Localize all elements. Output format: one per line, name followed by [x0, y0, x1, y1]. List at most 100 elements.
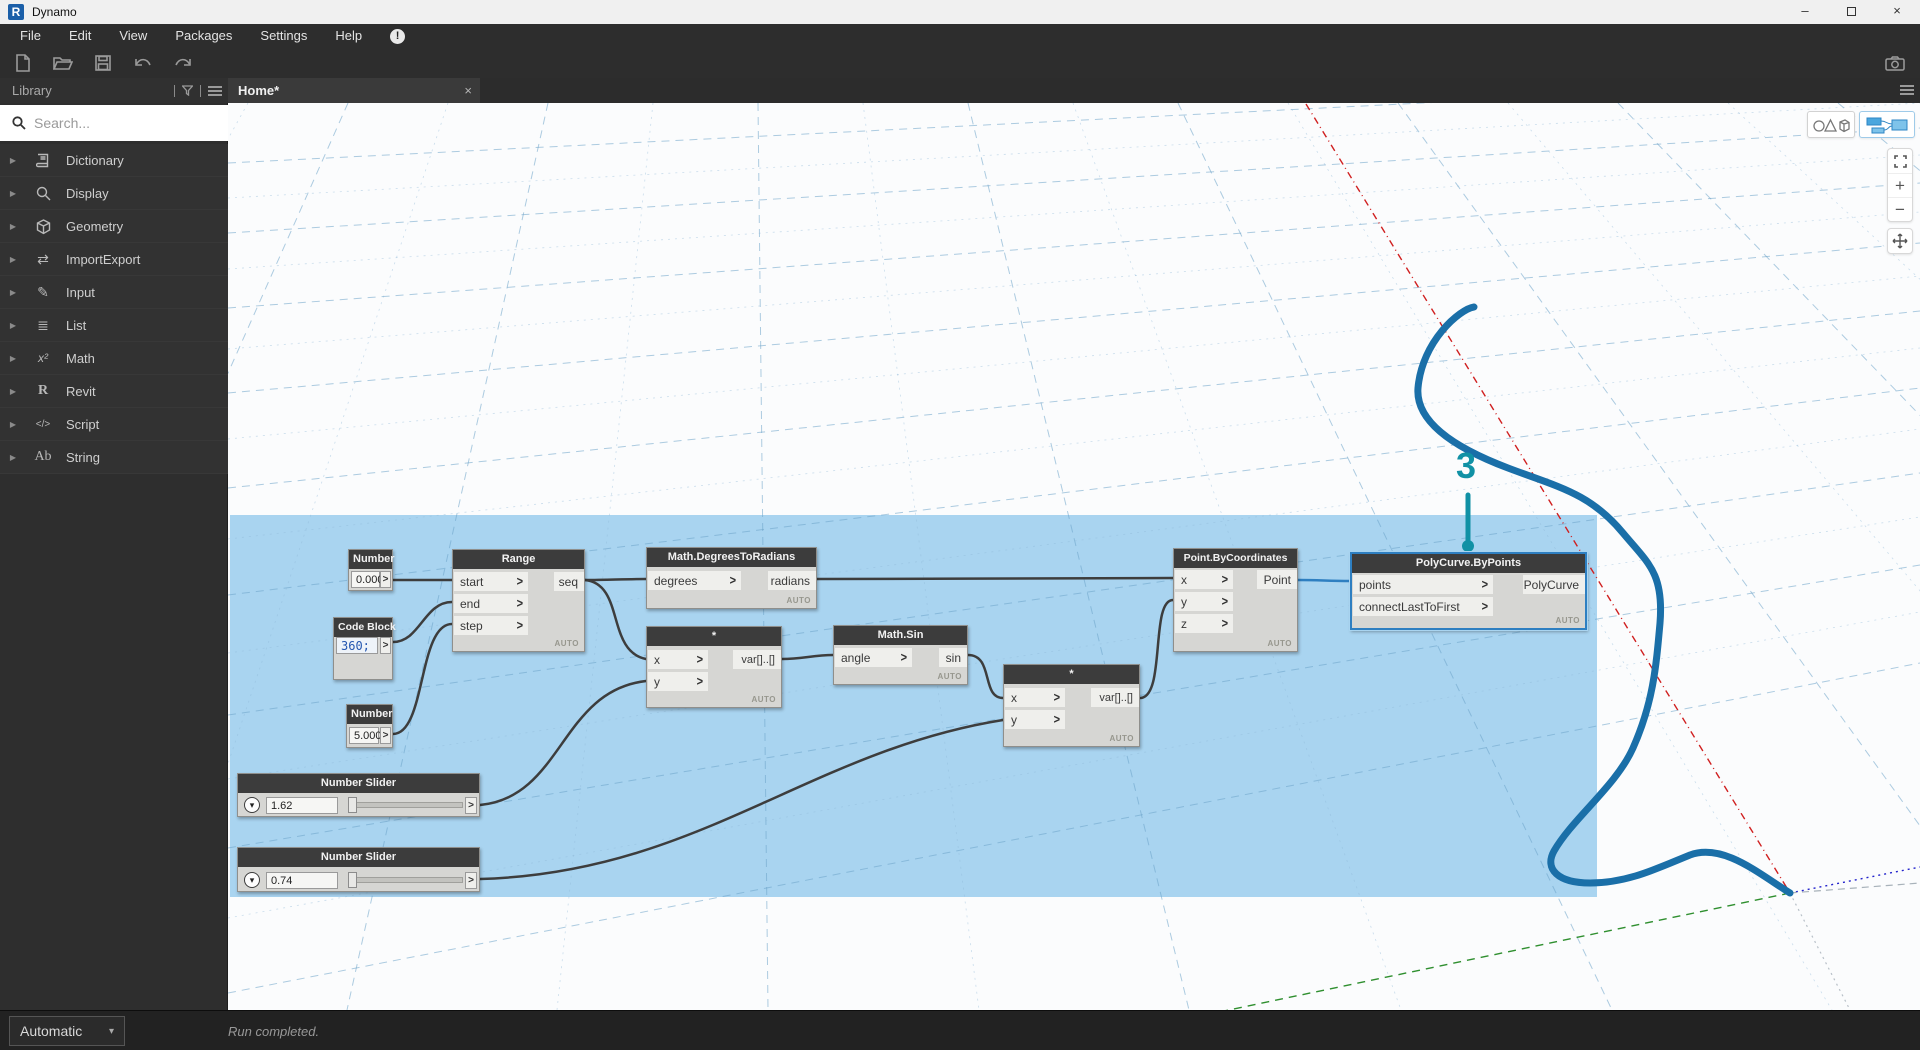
sidebar-item-dictionary[interactable]: ▶ Dictionary: [0, 144, 228, 177]
geometry-view-button[interactable]: [1807, 111, 1855, 138]
tab-home[interactable]: Home* ×: [228, 78, 480, 103]
notifications-icon[interactable]: !: [390, 28, 406, 44]
node-title[interactable]: Range: [453, 550, 584, 569]
node-number-2[interactable]: Number 5.000 >: [346, 704, 393, 748]
input-port-y[interactable]: y>: [648, 672, 708, 691]
menu-view[interactable]: View: [119, 28, 148, 43]
menu-packages[interactable]: Packages: [175, 28, 233, 43]
code-input[interactable]: 360;: [336, 637, 378, 654]
node-multiply-1[interactable]: * x> y> var[]..[] AUTO: [646, 626, 782, 708]
undo-button[interactable]: [126, 50, 160, 76]
library-search[interactable]: [0, 105, 228, 141]
node-math-sin[interactable]: Math.Sin angle> sin AUTO: [833, 625, 968, 685]
export-image-button[interactable]: [1880, 50, 1910, 76]
run-mode-dropdown[interactable]: Automatic ▾: [9, 1016, 125, 1046]
minimize-button[interactable]: –: [1801, 3, 1809, 18]
input-port-angle[interactable]: angle>: [835, 648, 912, 667]
node-polycurve-bypoints[interactable]: PolyCurve.ByPoints points> connectLastTo…: [1350, 552, 1587, 630]
library-menu-icon[interactable]: [208, 85, 222, 96]
sidebar-item-geometry[interactable]: ▶ Geometry: [0, 210, 228, 243]
output-port-var[interactable]: var[]..[]: [733, 650, 781, 669]
menu-edit[interactable]: Edit: [68, 28, 92, 43]
sidebar-item-script[interactable]: ▶ </> Script: [0, 408, 228, 441]
slider-expand-button[interactable]: ▾: [244, 797, 260, 813]
node-title[interactable]: Number: [349, 550, 395, 569]
menu-file[interactable]: File: [20, 28, 41, 43]
number-value-input[interactable]: 5.000: [349, 727, 382, 744]
input-port-y[interactable]: y>: [1175, 592, 1233, 611]
output-port[interactable]: >: [380, 571, 391, 588]
output-port[interactable]: >: [380, 637, 391, 654]
input-port-connectlasttofirst[interactable]: connectLastToFirst>: [1353, 597, 1493, 616]
node-multiply-2[interactable]: * x> y> var[]..[] AUTO: [1003, 664, 1140, 747]
sidebar-item-input[interactable]: ▶ ✎ Input: [0, 276, 228, 309]
node-title[interactable]: *: [647, 627, 781, 646]
expand-arrow-icon[interactable]: ▶: [9, 419, 17, 429]
expand-arrow-icon[interactable]: ▶: [9, 188, 17, 198]
slider-value-input[interactable]: 0.74: [266, 872, 338, 889]
node-point-bycoordinates[interactable]: Point.ByCoordinates x> y> z> Point AUTO: [1173, 548, 1298, 652]
slider-thumb[interactable]: [348, 797, 357, 813]
sidebar-item-importexport[interactable]: ▶ ⇄ ImportExport: [0, 243, 228, 276]
zoom-in-button[interactable]: +: [1888, 173, 1912, 197]
output-port-var[interactable]: var[]..[]: [1091, 688, 1139, 707]
node-number-1[interactable]: Number 0.000 >: [348, 549, 395, 591]
redo-button[interactable]: [166, 50, 200, 76]
input-port-points[interactable]: points>: [1353, 575, 1493, 594]
slider-expand-button[interactable]: ▾: [244, 872, 260, 888]
zoom-out-button[interactable]: −: [1888, 197, 1912, 221]
sidebar-item-string[interactable]: ▶ Ab String: [0, 441, 228, 474]
number-value-input[interactable]: 0.000: [351, 571, 384, 588]
output-port-polycurve[interactable]: PolyCurve: [1523, 575, 1585, 594]
graph-canvas[interactable]: 3 Number 0.000 > Code Block 360; > Numbe…: [228, 103, 1920, 1010]
output-port-seq[interactable]: seq: [554, 572, 584, 591]
node-number-slider-2[interactable]: Number Slider ▾ 0.74 >: [237, 847, 480, 892]
sidebar-item-display[interactable]: ▶ Display: [0, 177, 228, 210]
workspace-menu-icon[interactable]: [1900, 85, 1914, 95]
input-port-x[interactable]: x>: [1005, 688, 1065, 707]
slider-thumb[interactable]: [348, 872, 357, 888]
input-port-z[interactable]: z>: [1175, 614, 1233, 633]
node-title[interactable]: Math.DegreesToRadians: [647, 548, 816, 567]
node-degrees-to-radians[interactable]: Math.DegreesToRadians degrees> radians A…: [646, 547, 817, 609]
node-number-slider-1[interactable]: Number Slider ▾ 1.62 >: [237, 773, 480, 817]
input-port-y[interactable]: y>: [1005, 710, 1065, 729]
expand-arrow-icon[interactable]: ▶: [9, 386, 17, 396]
expand-arrow-icon[interactable]: ▶: [9, 254, 17, 264]
slider-value-input[interactable]: 1.62: [266, 797, 338, 814]
node-code-block[interactable]: Code Block 360; >: [333, 617, 396, 680]
expand-arrow-icon[interactable]: ▶: [9, 353, 17, 363]
new-file-button[interactable]: [6, 50, 40, 76]
menu-help[interactable]: Help: [335, 28, 363, 43]
node-title[interactable]: Number: [347, 705, 393, 724]
graph-view-button[interactable]: [1859, 111, 1915, 138]
search-input[interactable]: [34, 115, 204, 131]
output-port[interactable]: >: [465, 797, 477, 814]
input-port-end[interactable]: end>: [454, 594, 528, 613]
save-button[interactable]: [86, 50, 120, 76]
sidebar-item-math[interactable]: ▶ x² Math: [0, 342, 228, 375]
node-title[interactable]: Point.ByCoordinates: [1174, 549, 1297, 568]
node-title[interactable]: Math.Sin: [834, 626, 967, 645]
output-port[interactable]: >: [465, 872, 477, 889]
input-port-x[interactable]: x>: [648, 650, 708, 669]
close-button[interactable]: ×: [1893, 3, 1901, 18]
expand-arrow-icon[interactable]: ▶: [9, 287, 17, 297]
node-title[interactable]: Number Slider: [238, 774, 479, 793]
pan-button[interactable]: [1887, 228, 1913, 254]
slider-track[interactable]: [348, 802, 463, 808]
output-port[interactable]: >: [380, 727, 391, 744]
tab-close-icon[interactable]: ×: [464, 83, 472, 98]
input-port-degrees[interactable]: degrees>: [648, 571, 741, 590]
sidebar-item-revit[interactable]: ▶ R Revit: [0, 375, 228, 408]
output-port-sin[interactable]: sin: [939, 648, 967, 667]
input-port-step[interactable]: step>: [454, 616, 528, 635]
maximize-button[interactable]: [1828, 0, 1874, 24]
expand-arrow-icon[interactable]: ▶: [9, 155, 17, 165]
expand-arrow-icon[interactable]: ▶: [9, 452, 17, 462]
output-port-point[interactable]: Point: [1257, 570, 1297, 589]
expand-arrow-icon[interactable]: ▶: [9, 221, 17, 231]
input-port-x[interactable]: x>: [1175, 570, 1233, 589]
node-title[interactable]: Code Block: [334, 618, 396, 637]
menu-settings[interactable]: Settings: [260, 28, 308, 43]
